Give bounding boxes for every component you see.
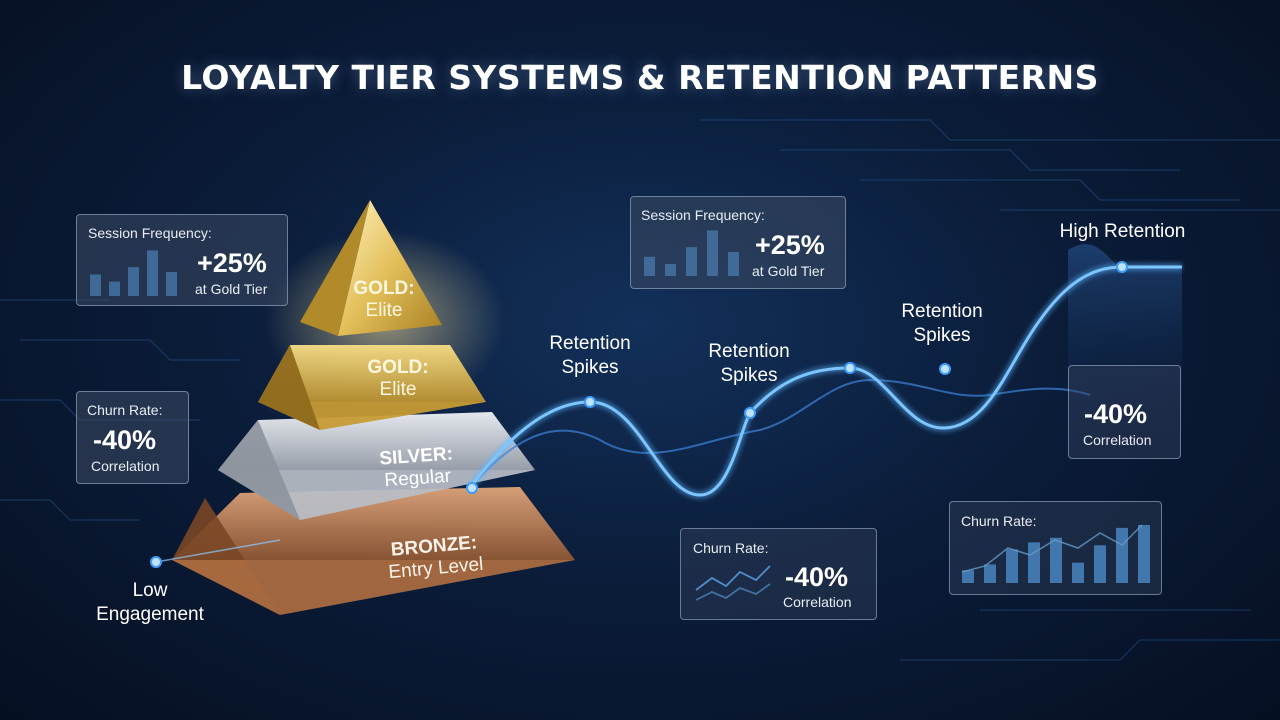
card-label: Churn Rate: — [87, 402, 163, 418]
retention-curve — [150, 244, 1182, 568]
churn-bar-3 — [1006, 549, 1018, 583]
tier-desc: Elite — [379, 379, 417, 400]
gold-tier-top-right — [338, 200, 442, 336]
gold-tier-top-left — [300, 200, 370, 336]
churn-bar-5 — [1050, 537, 1062, 583]
card-value: +25% — [755, 230, 825, 260]
node-spike-2 — [744, 407, 756, 419]
card-sub: Correlation — [783, 594, 852, 610]
right-correlation-card: -40% Correlation — [1068, 365, 1181, 459]
gold-tier-mid-left — [258, 345, 320, 430]
silver-tier-front — [218, 412, 535, 470]
tier-label-silver: SILVER: Regular — [361, 442, 474, 494]
silver-tier-left — [218, 420, 300, 520]
node-low-engagement — [150, 556, 162, 568]
background-circuit-lines — [0, 119, 1280, 661]
card-value: -40% — [1084, 399, 1148, 429]
bottom-churn-rate-card: Churn Rate: -40% Correlation — [680, 528, 877, 620]
tier-label-gold-mid: GOLD: Elite — [348, 357, 448, 401]
churn-bar-6 — [1072, 562, 1084, 583]
retention-line — [468, 265, 1182, 497]
card-sub: Correlation — [1083, 432, 1152, 448]
card-label: Churn Rate: — [961, 513, 1037, 529]
left-churn-rate-card: Churn Rate: -40% Correlation — [76, 391, 189, 484]
page-title: LOYALTY TIER SYSTEMS & RETENTION PATTERN… — [181, 58, 1099, 97]
card-sub: Correlation — [91, 458, 160, 474]
churn-bar-4 — [1028, 542, 1040, 583]
churn-bar-1 — [962, 570, 974, 583]
high-retention-label: High Retention — [1059, 221, 1186, 242]
card-sub: at Gold Tier — [752, 263, 825, 279]
tier-label-gold-top: GOLD: Elite — [334, 278, 434, 322]
card-value: -40% — [93, 425, 157, 455]
silver-tier-side — [218, 470, 535, 520]
top-session-frequency-card: Session Frequency: +25% at Gold Tier — [630, 196, 846, 289]
tier-desc: Elite — [365, 300, 403, 321]
gold-tier-mid-front — [258, 345, 486, 402]
node-spike-3b — [939, 363, 951, 375]
node-spike-3a — [844, 362, 856, 374]
node-curve-start — [466, 482, 478, 494]
card-sub: at Gold Tier — [195, 281, 268, 297]
tier-name: GOLD: — [367, 357, 429, 378]
retention-spikes-label-2: Retention Spikes — [708, 341, 790, 386]
curve-nodes — [150, 261, 1128, 568]
churn-rate-bars-card: Churn Rate: — [949, 501, 1162, 595]
node-high-retention — [1116, 261, 1128, 273]
churn-bar-2 — [984, 564, 996, 583]
card-label: Session Frequency: — [641, 207, 765, 223]
card-value: -40% — [785, 562, 849, 592]
churn-bar-9 — [1138, 525, 1150, 583]
churn-rate-mini-bars — [962, 525, 1150, 583]
bronze-tier-base — [172, 560, 575, 615]
low-engagement-connector — [155, 539, 281, 563]
node-spike-1 — [584, 396, 596, 408]
retention-spikes-label-1: Retention Spikes — [549, 333, 631, 378]
churn-bar-7 — [1094, 545, 1106, 583]
card-label: Churn Rate: — [693, 540, 769, 556]
card-label: Session Frequency: — [88, 225, 212, 241]
retention-spikes-label-3: Retention Spikes — [901, 301, 983, 346]
left-session-frequency-card: Session Frequency: +25% at Gold Tier — [76, 214, 288, 306]
low-engagement-label: Low Engagement — [96, 580, 204, 625]
card-value: +25% — [197, 248, 267, 278]
tier-name: GOLD: — [353, 278, 415, 299]
bottom-churn-sparkline — [695, 565, 771, 601]
churn-trend-line — [961, 524, 1143, 573]
